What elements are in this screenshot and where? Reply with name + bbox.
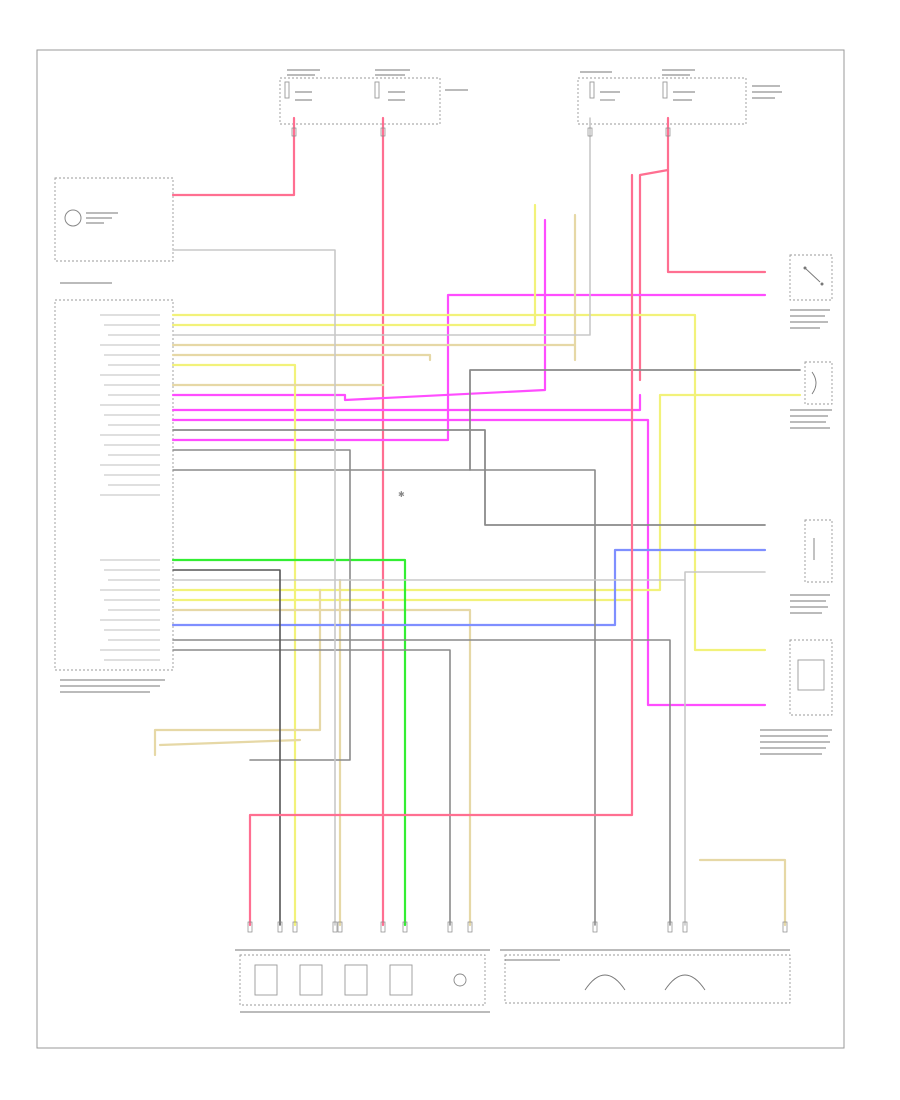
wire-yellow-1	[171, 313, 767, 652]
wire-green-1	[171, 558, 407, 927]
pressure-switch	[760, 639, 833, 755]
wire-tan-1	[171, 213, 577, 362]
wire-yellow-3	[171, 363, 297, 927]
wire-magenta-4	[171, 218, 547, 402]
switch-top-right	[789, 254, 833, 329]
connector-pin	[247, 921, 253, 933]
connector-pin	[332, 921, 338, 933]
wire-magenta-5	[171, 378, 450, 442]
wire-lightgray-3	[172, 249, 336, 926]
wire-tan-4	[171, 608, 472, 927]
wire-magenta-2	[171, 393, 642, 412]
instrument-cluster	[54, 177, 174, 284]
wire-tan-8	[698, 858, 787, 927]
wire-gray-4	[172, 649, 451, 926]
wire-gray-2	[469, 369, 801, 471]
connector-pin	[277, 921, 283, 933]
wire-lightgray-1	[172, 571, 766, 926]
connector-pin	[667, 921, 673, 933]
connector-pin	[587, 127, 593, 137]
wire-gray-3	[172, 449, 351, 761]
wire-pink-right-2	[638, 168, 670, 382]
indicator-lamp-icon	[64, 209, 82, 227]
sensor-right-1	[790, 361, 833, 429]
wire-gray-5	[172, 469, 596, 926]
wire-pink-right	[666, 116, 767, 274]
fuse-block-left	[279, 69, 468, 125]
wire-pink-cluster	[171, 116, 296, 197]
connector-pin	[592, 921, 598, 933]
ground-star-icon: ✱	[398, 490, 405, 499]
wire-magenta-1	[446, 293, 767, 382]
connector-pin	[380, 127, 386, 137]
transmission-range-switch	[500, 949, 791, 1004]
wire-lightgray-2	[172, 117, 591, 336]
wire-yellow-4	[171, 393, 802, 592]
connector-pin	[665, 127, 671, 137]
connector-pin	[380, 921, 386, 933]
wire-gray-6	[172, 639, 671, 926]
connector-pin	[447, 921, 453, 933]
connector-pin	[337, 921, 343, 933]
wire-harness	[153, 116, 802, 927]
diagram-border	[36, 49, 845, 1049]
transmission-solenoid-block	[235, 949, 490, 1013]
wire-blue-1	[171, 548, 767, 627]
connector-pin	[402, 921, 408, 933]
wire-pink-bottom	[248, 173, 634, 927]
wire-tan-5	[153, 588, 322, 757]
connector-pins	[247, 127, 788, 933]
wire-darkgray-1	[172, 569, 281, 926]
wire-magenta-3	[171, 418, 767, 707]
wire-gray-1	[172, 429, 766, 526]
wire-tan-6	[158, 738, 302, 747]
connector-pin	[782, 921, 788, 933]
connector-pin	[467, 921, 473, 933]
wire-yellow-2	[171, 203, 537, 327]
throttle-sensor	[790, 519, 833, 614]
pcm-pin-labels	[100, 314, 160, 661]
connector-pin	[291, 127, 297, 137]
wire-tan-2	[171, 353, 432, 362]
connector-pin	[292, 921, 298, 933]
connector-pin	[682, 921, 688, 933]
fuse-block-right	[577, 69, 782, 125]
